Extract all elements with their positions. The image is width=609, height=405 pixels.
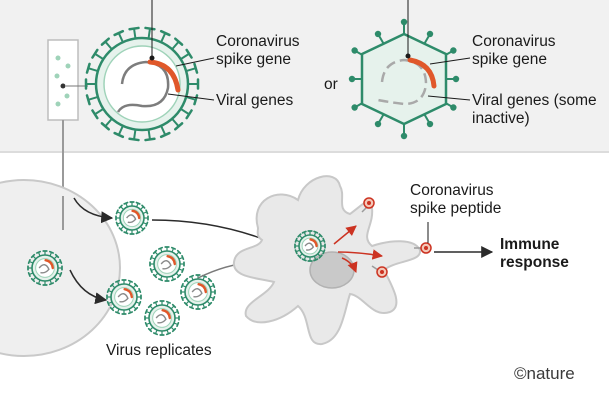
label-immune-response: Immune response xyxy=(500,236,580,272)
label-spike-gene-left: Coronavirus spike gene xyxy=(216,33,324,69)
label-spike-peptide-text: Coronavirus spike peptide xyxy=(410,182,502,217)
label-viral-genes-right: Viral genes (some inactive) xyxy=(472,92,602,128)
peptide-arrow-right xyxy=(337,249,384,260)
label-spike-gene-right-text: Coronavirus spike gene xyxy=(472,33,556,68)
label-viral-genes-right-text: Viral genes (some inactive) xyxy=(472,92,597,127)
label-immune-response-text: Immune response xyxy=(500,236,569,271)
arrow-to-replicates xyxy=(69,269,108,305)
spike-peptide-marker-top xyxy=(361,197,375,213)
released-virus-icon xyxy=(115,201,149,235)
peptide-arrow-up xyxy=(333,225,357,245)
arrow-to-single-virus xyxy=(73,197,114,224)
label-spike-gene-left-text: Coronavirus spike gene xyxy=(216,33,300,68)
spike-peptide-marker-bottom xyxy=(371,265,388,278)
label-or: or xyxy=(324,76,338,93)
peptide-arrow-down xyxy=(341,257,358,273)
label-viral-genes-left: Viral genes xyxy=(216,92,294,109)
round-virus-icon xyxy=(84,0,215,142)
label-spike-peptide: Coronavirus spike peptide xyxy=(410,182,515,218)
label-virus-replicates: Virus replicates xyxy=(106,342,212,359)
spike-peptide-marker-right xyxy=(414,242,432,254)
syringe-icon xyxy=(47,39,88,196)
top-panel-background xyxy=(0,0,609,152)
label-spike-gene-right: Coronavirus spike gene xyxy=(472,33,580,69)
nature-credit: ©nature xyxy=(514,364,575,383)
virus-in-immune-cell-icon xyxy=(294,230,326,262)
hexagonal-virus-icon xyxy=(348,0,471,140)
virus-in-cell-icon xyxy=(27,250,63,286)
immune-cell xyxy=(233,175,421,346)
replicating-viruses xyxy=(106,246,216,336)
